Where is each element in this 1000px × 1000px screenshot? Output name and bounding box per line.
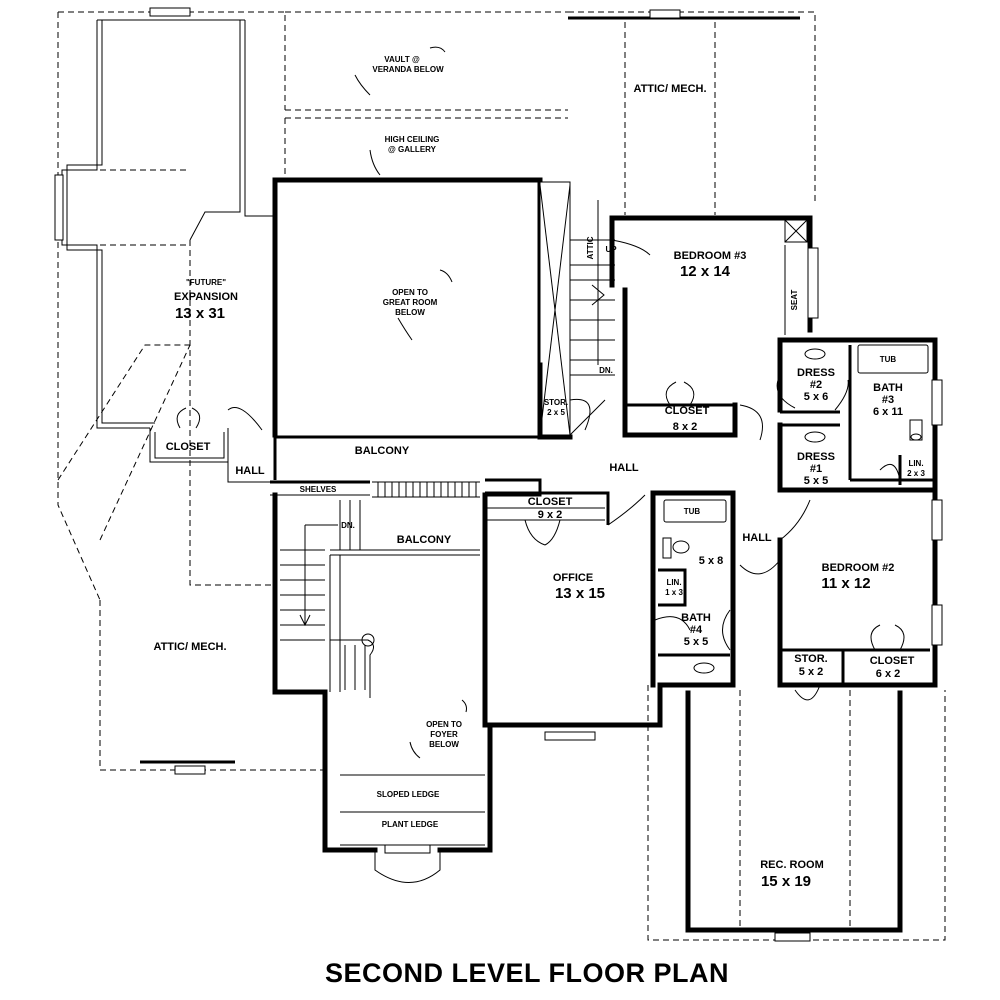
vault-note-1: VAULT @ (384, 55, 420, 64)
bedroom-3-name: BEDROOM #3 (674, 250, 747, 262)
seat-label: SEAT (790, 290, 799, 311)
great-room-note-1: OPEN TO (392, 288, 428, 297)
bath-4-num: #4 (690, 624, 703, 636)
closet-left-label: CLOSET (166, 441, 211, 453)
bath-4-dim: 5 x 5 (684, 636, 708, 648)
bath-4-name: BATH (681, 612, 711, 624)
bath-3-dim: 6 x 11 (873, 406, 903, 418)
closet-office-dim: 9 x 2 (538, 509, 562, 521)
dress-1-dim: 5 x 5 (804, 475, 828, 487)
hall-right-label: HALL (742, 532, 772, 544)
annotations: VAULT @ VERANDA BELOW HIGH CEILING @ GAL… (341, 46, 617, 759)
foyer-note-3: BELOW (429, 740, 459, 749)
closet-office-label: CLOSET (528, 496, 573, 508)
expansion-dim: 13 x 31 (175, 305, 225, 322)
window (174, 765, 206, 775)
balcony-lower-label: BALCONY (397, 534, 452, 546)
up-note: UP (605, 245, 617, 254)
stor-center-label: STOR. (544, 398, 568, 407)
leader-line (439, 269, 453, 283)
dress-2-num: #2 (810, 379, 822, 391)
foyer-note-1: OPEN TO (426, 720, 462, 729)
stor-right-label: STOR. (794, 653, 827, 665)
shelves-label: SHELVES (300, 485, 337, 494)
bedroom-2-name: BEDROOM #2 (822, 562, 895, 574)
plant-ledge-label: PLANT LEDGE (382, 820, 439, 829)
lin-center-label: LIN. (666, 578, 681, 587)
closet-b2-label: CLOSET (870, 655, 915, 667)
rec-room-walls (685, 690, 903, 942)
bath-3-num: #3 (882, 394, 894, 406)
leader-line (429, 46, 446, 53)
office-walls (485, 491, 646, 741)
future-label: "FUTURE" (186, 278, 226, 287)
master-suite-walls (776, 337, 943, 491)
tub-bath-3-label: TUB (880, 355, 897, 364)
stor-center-dim: 2 x 5 (547, 408, 565, 417)
leader-line (354, 74, 371, 96)
leader-line (461, 699, 467, 713)
gallery-note-1: HIGH CEILING (385, 135, 440, 144)
dress-2-dim: 5 x 6 (804, 391, 828, 403)
foyer-note-2: FOYER (430, 730, 458, 739)
attic-top-label: ATTIC/ MECH. (633, 83, 706, 95)
lin-center-dim: 1 x 3 (665, 588, 683, 597)
window (149, 7, 191, 17)
rec-room-name: REC. ROOM (760, 859, 824, 871)
great-room-note-2: GREAT ROOM (383, 298, 438, 307)
office-dim: 13 x 15 (555, 585, 605, 602)
bedroom-2-dim: 11 x 12 (821, 575, 870, 592)
center-stairs (570, 200, 615, 376)
leader-line (409, 741, 421, 759)
plan-title: SECOND LEVEL FLOOR PLAN (325, 958, 729, 988)
bedroom-2-walls (739, 487, 943, 701)
hall-center-label: HALL (609, 462, 639, 474)
balcony-top-label: BALCONY (355, 445, 410, 457)
attic-left-label: ATTIC/ MECH. (153, 641, 226, 653)
rec-room-dim: 15 x 19 (761, 873, 811, 890)
room-labels: "FUTURE" EXPANSION 13 x 31 CLOSET HALL A… (153, 83, 925, 890)
lin-right-label: LIN. (908, 459, 923, 468)
window (54, 174, 64, 241)
vault-note-2: VERANDA BELOW (372, 65, 444, 74)
closet-b2-dim: 6 x 2 (876, 668, 900, 680)
dress-1-num: #1 (810, 463, 822, 475)
bath-4-room-dim: 5 x 8 (699, 555, 723, 567)
leader-line (397, 317, 413, 341)
bedroom-3-dim: 12 x 14 (680, 263, 731, 280)
bath-3-name: BATH (873, 382, 903, 394)
expansion-name: EXPANSION (174, 291, 238, 303)
foyer-area (272, 492, 663, 883)
closet-b3-label: CLOSET (665, 405, 710, 417)
great-room-opening (272, 177, 606, 440)
sloped-ledge-label: SLOPED LEDGE (377, 790, 440, 799)
attic-vertical-note: ATTIC (586, 236, 595, 259)
tub-bath-4-label: TUB (684, 507, 701, 516)
window (649, 9, 681, 19)
dn-left-note: DN. (341, 521, 355, 530)
balcony-rail (372, 481, 480, 498)
bath-4-walls (650, 490, 736, 688)
lin-right-dim: 2 x 3 (907, 469, 925, 478)
closet-b3-dim: 8 x 2 (673, 421, 697, 433)
dn-center-note: DN. (599, 366, 613, 375)
great-room-note-3: BELOW (395, 308, 425, 317)
expansion-walls (54, 7, 275, 483)
stor-right-dim: 5 x 2 (799, 666, 823, 678)
hall-left-label: HALL (235, 465, 265, 477)
hall-walls (270, 437, 542, 498)
office-name: OFFICE (553, 572, 593, 584)
gallery-note-2: @ GALLERY (388, 145, 437, 154)
dress-1-name: DRESS (797, 451, 835, 463)
bedroom-3-walls (609, 215, 819, 441)
dress-2-name: DRESS (797, 367, 835, 379)
leader-line (369, 149, 381, 176)
